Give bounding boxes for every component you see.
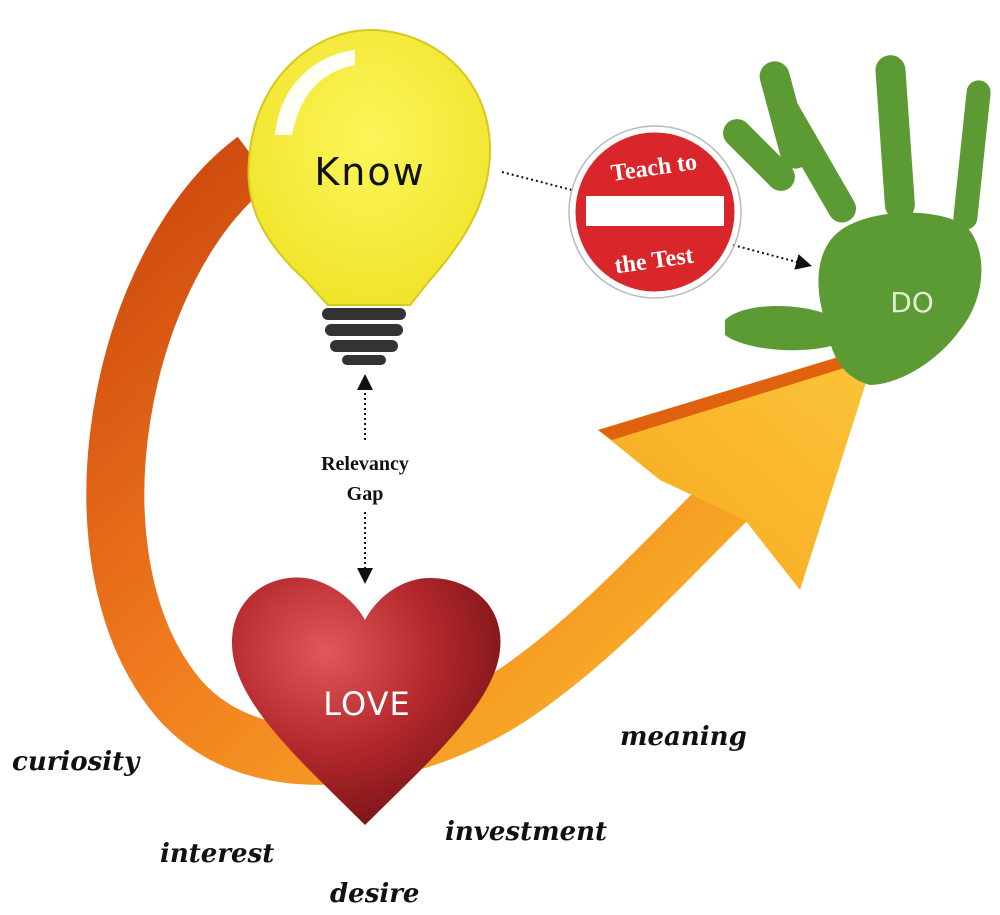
lightbulb-icon: Know — [247, 28, 492, 365]
curved-arrow — [86, 136, 878, 785]
do-label: DO — [890, 286, 934, 319]
hand-print-icon: DO — [723, 55, 991, 385]
word-meaning: meaning — [620, 722, 747, 752]
sign-to-do-connector — [732, 244, 812, 270]
word-curiosity: curiosity — [12, 747, 141, 777]
know-to-sign-connector — [501, 171, 573, 191]
no-entry-sign-icon: Teach to the Test — [568, 125, 742, 299]
word-interest: interest — [160, 839, 274, 869]
love-label: LOVE — [323, 685, 410, 723]
word-desire: desire — [330, 879, 419, 909]
relevancy-label: Relevancy — [321, 453, 409, 475]
heart-icon: LOVE — [231, 577, 501, 825]
word-investment: investment — [445, 817, 607, 847]
know-label: Know — [314, 150, 425, 194]
gap-label: Gap — [347, 483, 384, 505]
arrowhead — [598, 345, 878, 590]
